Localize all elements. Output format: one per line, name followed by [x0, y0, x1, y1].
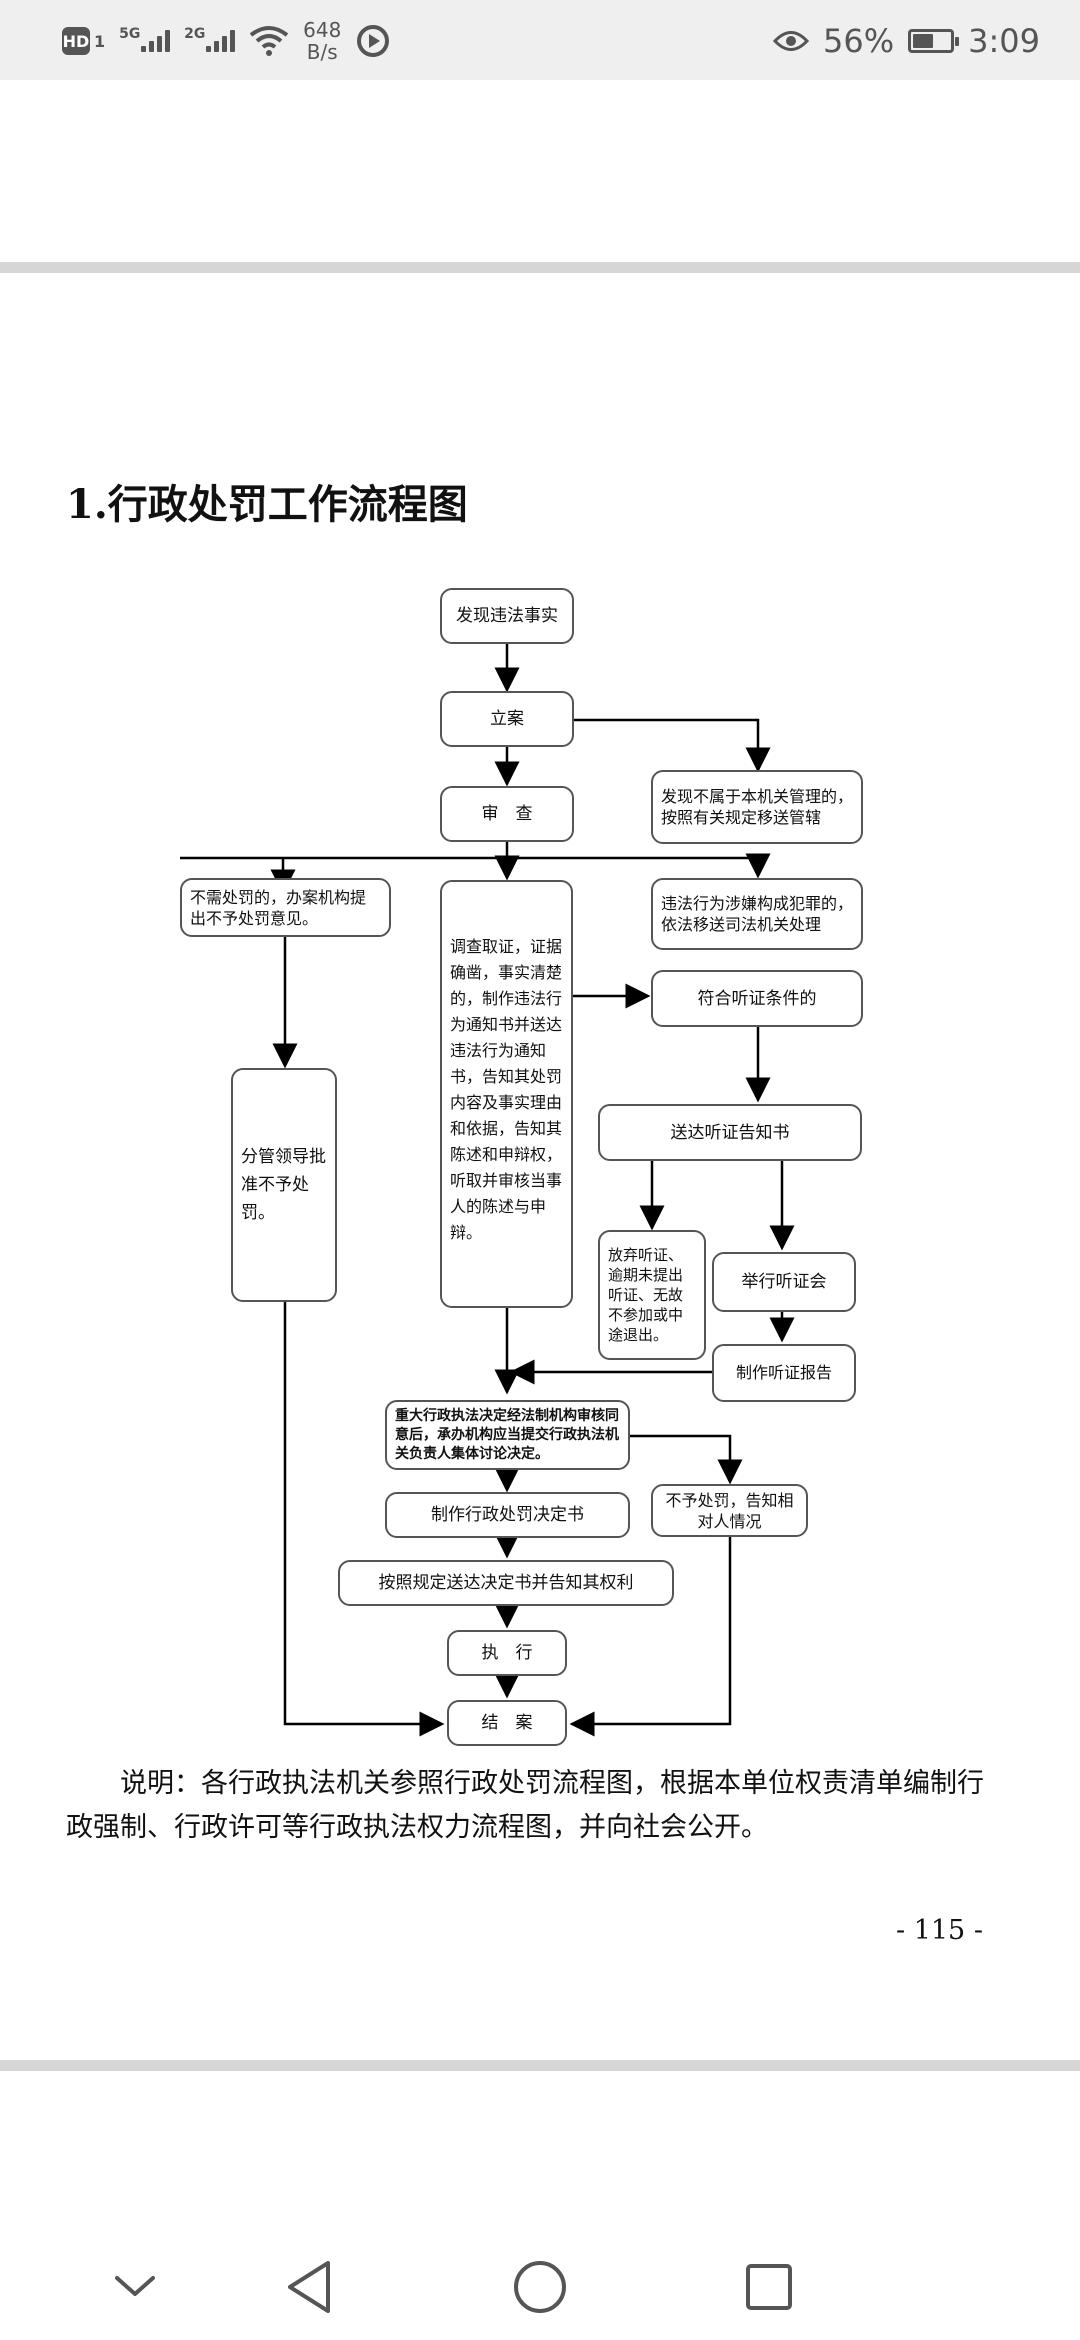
page-divider-bottom: [0, 2060, 1080, 2071]
recents-icon: [746, 2264, 792, 2310]
battery-icon: [908, 29, 960, 53]
navigation-bar: [0, 2230, 1080, 2340]
flow-node-hearing-report: 制作听证报告: [712, 1344, 856, 1402]
chevron-down-icon: [115, 2276, 155, 2296]
flow-node-investigate: 调查取证，证据确凿，事实清楚的，制作违法行为通知书并送达违法行为通知书，告知其处…: [440, 880, 573, 1308]
flow-node-waive-hearing: 放弃听证、逾期未提出听证、无故不参加或中途退出。: [598, 1230, 706, 1360]
page-number: - 115 -: [896, 1915, 983, 1946]
hd-label: HD: [62, 31, 90, 51]
wifi-icon: [249, 26, 289, 56]
flow-node-review: 审 查: [440, 786, 574, 842]
signal-icon: 5G: [119, 26, 171, 52]
flow-node-deliver-decision: 按照规定送达决定书并告知其权利: [338, 1560, 674, 1606]
page-title: 1.行政处罚工作流程图: [66, 481, 468, 528]
flow-node-execute: 执 行: [447, 1630, 567, 1676]
flow-node-no-penalty-needed: 不需处罚的，办案机构提出不予处罚意见。: [180, 878, 391, 937]
flowchart-note: 说明：各行政执法机关参照行政处罚流程图，根据本单位权责清单编制行政强制、行政许可…: [66, 1768, 984, 1843]
eye-icon: [773, 31, 810, 51]
battery-fill: [913, 34, 934, 48]
hd-sub-label: 1: [94, 31, 106, 51]
flow-node-leader-approve: 分管领导批准不予处罚。: [231, 1068, 337, 1302]
flow-node-no-penalty-inform: 不予处罚，告知相对人情况: [651, 1484, 808, 1537]
sim2-label: 2G: [184, 26, 206, 42]
flow-node-major-decision: 重大行政执法决定经法制机构审核同意后，承办机构应当提交行政执法机关负责人集体讨论…: [385, 1400, 630, 1470]
home-icon: [514, 2261, 566, 2313]
flow-node-discover: 发现违法事实: [440, 588, 574, 644]
net-speed-unit: B/s: [306, 40, 338, 64]
clock: 3:09: [968, 22, 1040, 60]
flow-node-transfer-other: 发现不属于本机关管理的，按照有关规定移送管辖: [651, 770, 863, 844]
flow-node-hearing-conditions: 符合听证条件的: [651, 970, 863, 1027]
net-speed-value: 648: [303, 18, 342, 42]
battery-percent: 56%: [823, 22, 895, 60]
status-bar: HD 1 5G 2G 648 B/s 56%: [0, 0, 1080, 80]
flow-node-hearing-notice: 送达听证告知书: [598, 1104, 862, 1161]
flow-node-make-decision: 制作行政处罚决定书: [385, 1492, 630, 1538]
page-divider-top: [0, 262, 1080, 273]
flow-node-crime-transfer: 违法行为涉嫌构成犯罪的，依法移送司法机关处理: [651, 878, 863, 950]
flowchart-connectors: [180, 643, 795, 1737]
status-right: 56% 3:09: [773, 16, 1040, 66]
signal-icon-2: 2G: [184, 26, 236, 52]
status-left: HD 1 5G 2G 648 B/s: [62, 16, 391, 66]
back-button[interactable]: [274, 2252, 344, 2322]
flow-node-hold-hearing: 举行听证会: [712, 1252, 856, 1312]
recents-button[interactable]: [734, 2252, 804, 2322]
collapse-button[interactable]: [100, 2252, 170, 2322]
home-button[interactable]: [505, 2252, 575, 2322]
back-icon: [288, 2261, 330, 2313]
net-speed: 648 B/s: [303, 19, 341, 63]
hd-icon: HD: [62, 27, 90, 55]
flow-node-close-case: 结 案: [447, 1700, 567, 1746]
sim1-label: 5G: [119, 26, 141, 42]
media-icon: [357, 25, 390, 57]
flow-node-file-case: 立案: [440, 691, 574, 747]
